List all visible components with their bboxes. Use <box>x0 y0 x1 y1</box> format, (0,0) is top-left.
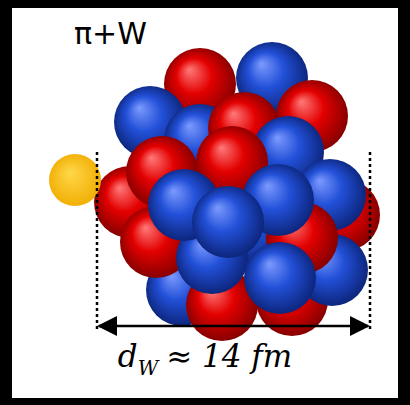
pion <box>49 154 101 206</box>
neutron <box>244 242 316 314</box>
dotted-line <box>369 152 372 330</box>
dimension-arrow <box>99 325 368 328</box>
dimension-value: ≈ 14 fm <box>166 338 292 374</box>
panel <box>12 8 398 398</box>
reaction-label: π+W <box>74 16 147 51</box>
subscript: W <box>138 356 159 380</box>
dimension-label: dW ≈ 14 fm <box>0 338 410 380</box>
neutron <box>192 186 264 258</box>
symbol: d <box>118 338 138 374</box>
nucleons <box>94 42 380 341</box>
dotted-line <box>96 152 99 330</box>
